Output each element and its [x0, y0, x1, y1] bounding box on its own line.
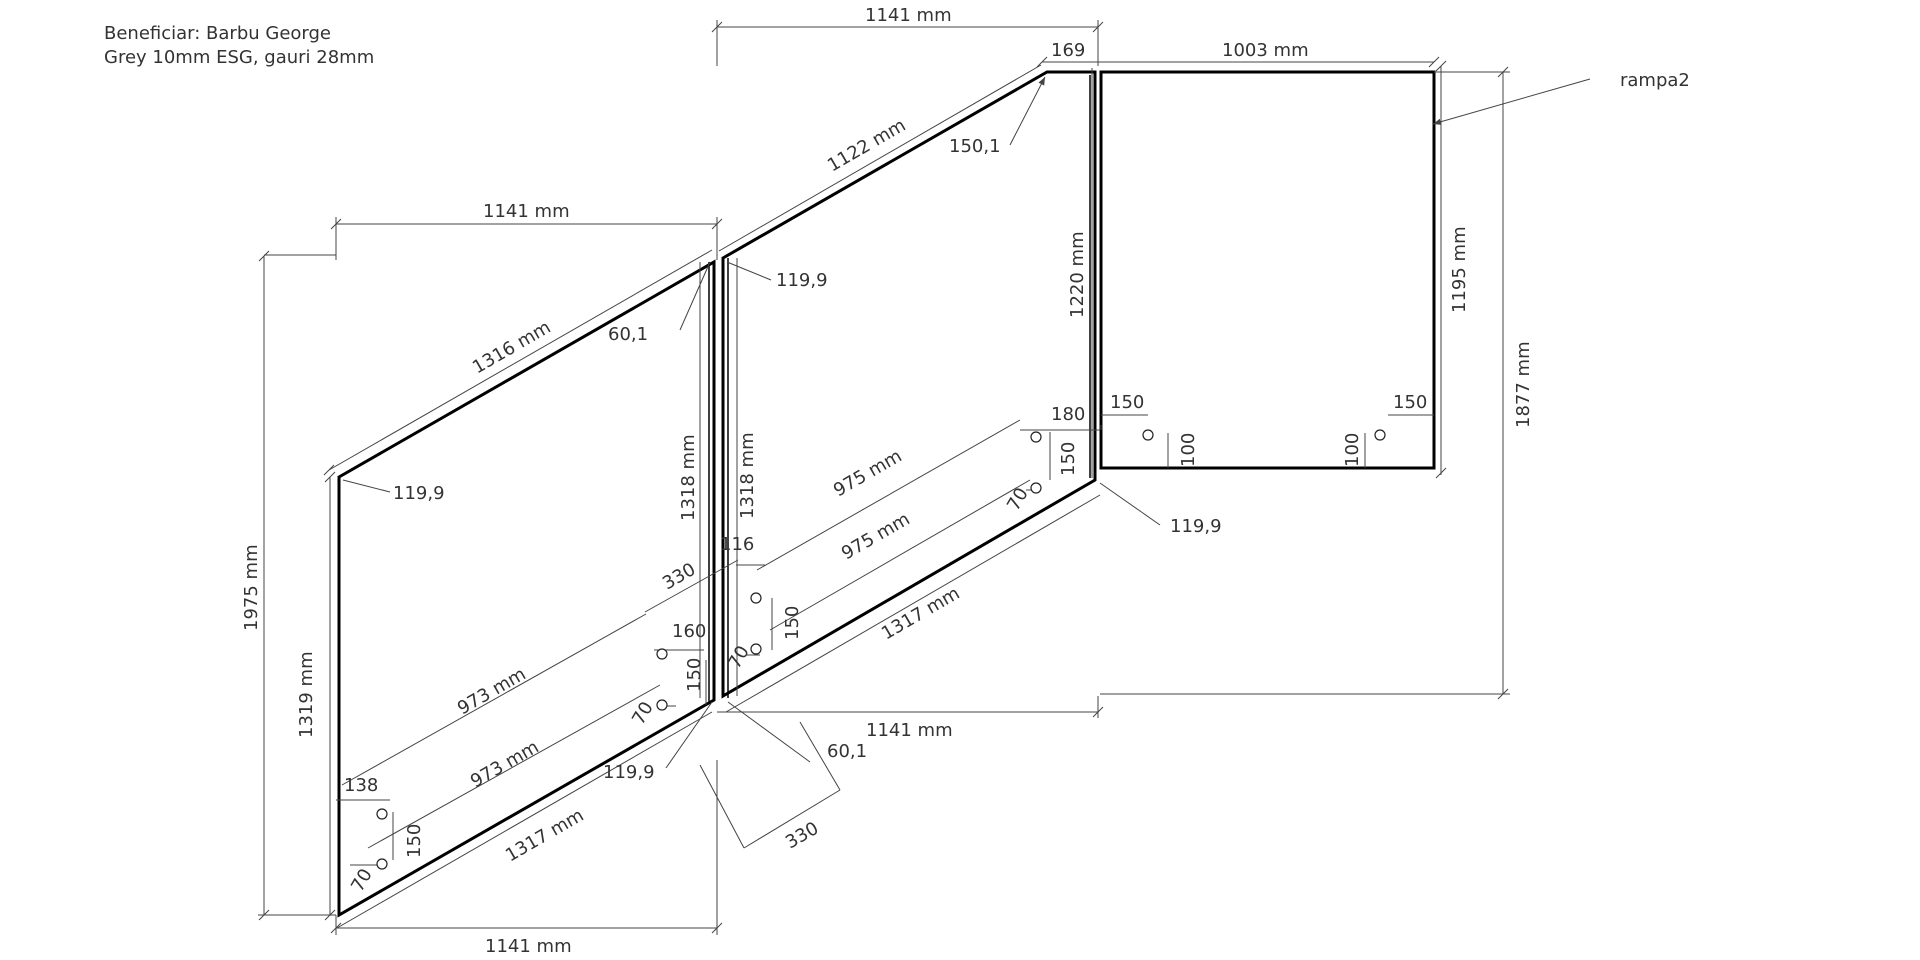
leader-lines [342, 76, 1591, 769]
dim-1141-left: 1141 mm [483, 201, 570, 222]
dim-973-b: 973 mm [467, 737, 543, 793]
panel-middle [721, 70, 1097, 699]
dim-top-width: 1141 mm [865, 5, 952, 26]
dim-138: 138 [344, 775, 378, 796]
dim-1877: 1877 mm [1513, 341, 1534, 428]
dim-1195: 1195 mm [1449, 226, 1470, 313]
dim-100-sq-right: 100 [1342, 433, 1363, 467]
angle-119-9-right: 119,9 [1170, 516, 1222, 537]
label-rampa2: rampa2 [1620, 70, 1690, 91]
dim-70-mid-right: 70 [1003, 484, 1033, 514]
dim-70-left-mid: 70 [628, 698, 658, 728]
material-text: Grey 10mm ESG, gauri 28mm [104, 47, 375, 68]
angle-119-9-top: 119,9 [776, 270, 828, 291]
hole-midright-lower [1030, 482, 1042, 494]
hole-leftmid-upper [656, 648, 668, 660]
dim-1003: 1003 mm [1222, 40, 1309, 61]
angle-60-1-top: 60,1 [608, 324, 648, 345]
drawing-header: Beneficiar: Barbu George Grey 10mm ESG, … [104, 22, 374, 70]
dim-1318-a: 1318 mm [678, 434, 699, 521]
dim-973-a: 973 mm [454, 664, 530, 720]
hole-square-left [1142, 429, 1154, 441]
dim-1317-mid: 1317 mm [878, 583, 964, 644]
angle-119-9-bottom: 119,9 [603, 762, 655, 783]
dim-100-sq-left: 100 [1178, 433, 1199, 467]
beneficiary-text: Beneficiar: Barbu George [104, 23, 331, 44]
dim-150-left-low: 150 [404, 824, 425, 858]
panel-right [1099, 70, 1436, 470]
hole-left-upper [376, 808, 388, 820]
dimension-lines [258, 20, 1510, 935]
dim-330-bottom: 330 [782, 818, 822, 853]
dim-70-left-low: 70 [347, 865, 377, 895]
angle-60-1-bottom: 60,1 [827, 741, 867, 762]
dim-150-left-mid: 150 [684, 658, 705, 692]
drill-holes [376, 429, 1386, 870]
dim-1122: 1122 mm [824, 115, 910, 176]
dim-169: 169 [1051, 40, 1085, 61]
dim-1141-bottom-mid: 1141 mm [866, 720, 953, 741]
dim-330-top: 330 [659, 559, 699, 594]
panel-left [337, 259, 716, 918]
dim-150-1: 150,1 [949, 136, 1001, 157]
dim-150-mid-left: 150 [782, 606, 803, 640]
hole-left-lower [376, 858, 388, 870]
dim-1318-b: 1318 mm [737, 432, 758, 519]
dim-180: 180 [1051, 404, 1085, 425]
dim-1975: 1975 mm [241, 544, 262, 631]
dim-150-sq-right: 150 [1393, 392, 1427, 413]
hole-midright-upper [1030, 431, 1042, 443]
dim-160: 160 [672, 621, 706, 642]
angle-119-9-left: 119,9 [393, 483, 445, 504]
dim-116: 116 [720, 534, 754, 555]
hole-mid-lower [750, 643, 762, 655]
hole-leftmid-lower [656, 699, 668, 711]
dim-1319: 1319 mm [296, 651, 317, 738]
dim-150-sq-left: 150 [1110, 392, 1144, 413]
dim-150-mid-right: 150 [1058, 442, 1079, 476]
hole-mid-upper [750, 592, 762, 604]
panels [337, 70, 1436, 918]
dim-1220: 1220 mm [1067, 231, 1088, 318]
hole-square-right [1374, 429, 1386, 441]
dim-975-a: 975 mm [830, 446, 906, 502]
labels: 1141 mm 169 1003 mm rampa2 150,1 1122 mm… [241, 5, 1690, 957]
dim-1141-bottom: 1141 mm [485, 936, 572, 955]
